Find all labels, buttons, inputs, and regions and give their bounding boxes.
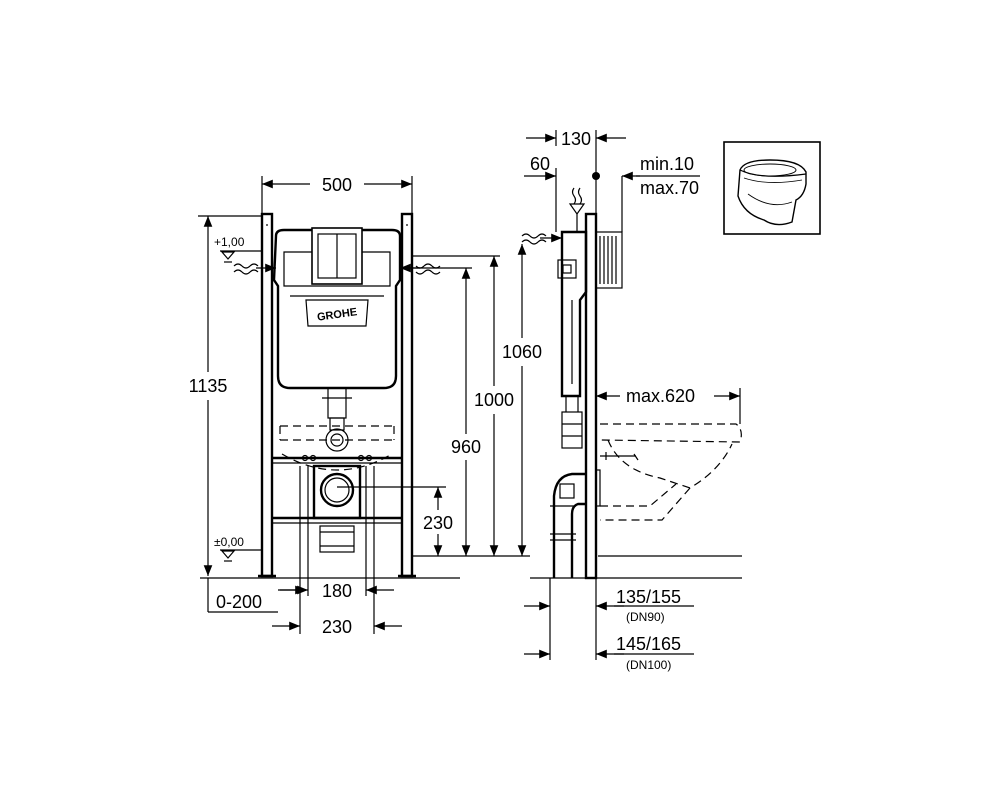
- wall-max-label: max.70: [640, 178, 699, 198]
- brand-plate: [305, 299, 369, 327]
- side-water-inlet: [521, 187, 586, 245]
- wall-hung-toilet-icon: [737, 159, 807, 226]
- dimension-offset-0-200: 0-200: [207, 578, 306, 613]
- cistern: GROHE: [272, 227, 402, 452]
- width-180-label: 180: [322, 581, 352, 601]
- depth-60-label: 60: [530, 154, 550, 174]
- brand-logo: GROHE: [316, 306, 358, 323]
- side-view: 130 60 min.10 max.70 max.620: [521, 129, 742, 672]
- dimension-height-1060: 1060: [502, 244, 542, 556]
- side-waste-pipe: [550, 469, 601, 578]
- dimension-width-230: 230: [272, 466, 402, 637]
- dimension-wall-min-max: min.10 max.70: [621, 154, 700, 232]
- level-marker-top: +1,00: [214, 235, 262, 263]
- pipe-dn100-label: 145/165: [616, 634, 681, 654]
- height-1060-label: 1060: [502, 342, 542, 362]
- water-inlet-right: [400, 263, 441, 275]
- toilet-thumbnail: [723, 141, 821, 235]
- side-bowl-outline-dashed: [599, 423, 742, 521]
- level-top-label: +1,00: [214, 235, 245, 249]
- offset-0-200-label: 0-200: [216, 592, 262, 612]
- dimension-depth-60: 60: [524, 154, 600, 232]
- water-inlet-left: [233, 263, 276, 275]
- height-1000-label: 1000: [474, 390, 514, 410]
- dimension-height-960: 960: [412, 267, 481, 556]
- height-960-label: 960: [451, 437, 481, 457]
- dimension-width-500: 500: [261, 175, 413, 214]
- dimension-height-230: 230: [337, 486, 453, 556]
- projection-max-620-label: max.620: [626, 386, 695, 406]
- dimension-pipe-dn90: 135/155 (DN90): [524, 578, 694, 660]
- level-floor-label: ±0,00: [214, 535, 244, 549]
- dimension-width-180: 180: [280, 466, 394, 601]
- pipe-dn90-label: 135/155: [616, 587, 681, 607]
- height-1135-label: 1135: [189, 376, 228, 396]
- level-marker-floor: ±0,00: [214, 535, 262, 562]
- width-230-label: 230: [322, 617, 352, 637]
- dimension-height-1135: 1135: [189, 215, 262, 576]
- dimension-projection-max-620: max.620: [596, 386, 741, 424]
- reference-point: [592, 172, 600, 180]
- height-230-label: 230: [423, 513, 453, 533]
- bowl-outline-dashed: [279, 425, 395, 471]
- pipe-dn100-type: (DN100): [626, 658, 671, 672]
- depth-130-label: 130: [561, 129, 591, 149]
- dimension-depth-130: 130: [526, 129, 626, 214]
- front-view: GROHE: [189, 175, 542, 637]
- dimension-pipe-dn100: 145/165 (DN100): [524, 634, 694, 672]
- pipe-dn90-type: (DN90): [626, 610, 665, 624]
- wall-min-label: min.10: [640, 154, 694, 174]
- waste-outlet: [301, 454, 373, 553]
- width-500-label: 500: [322, 175, 352, 195]
- dimension-height-1000: 1000: [412, 255, 514, 556]
